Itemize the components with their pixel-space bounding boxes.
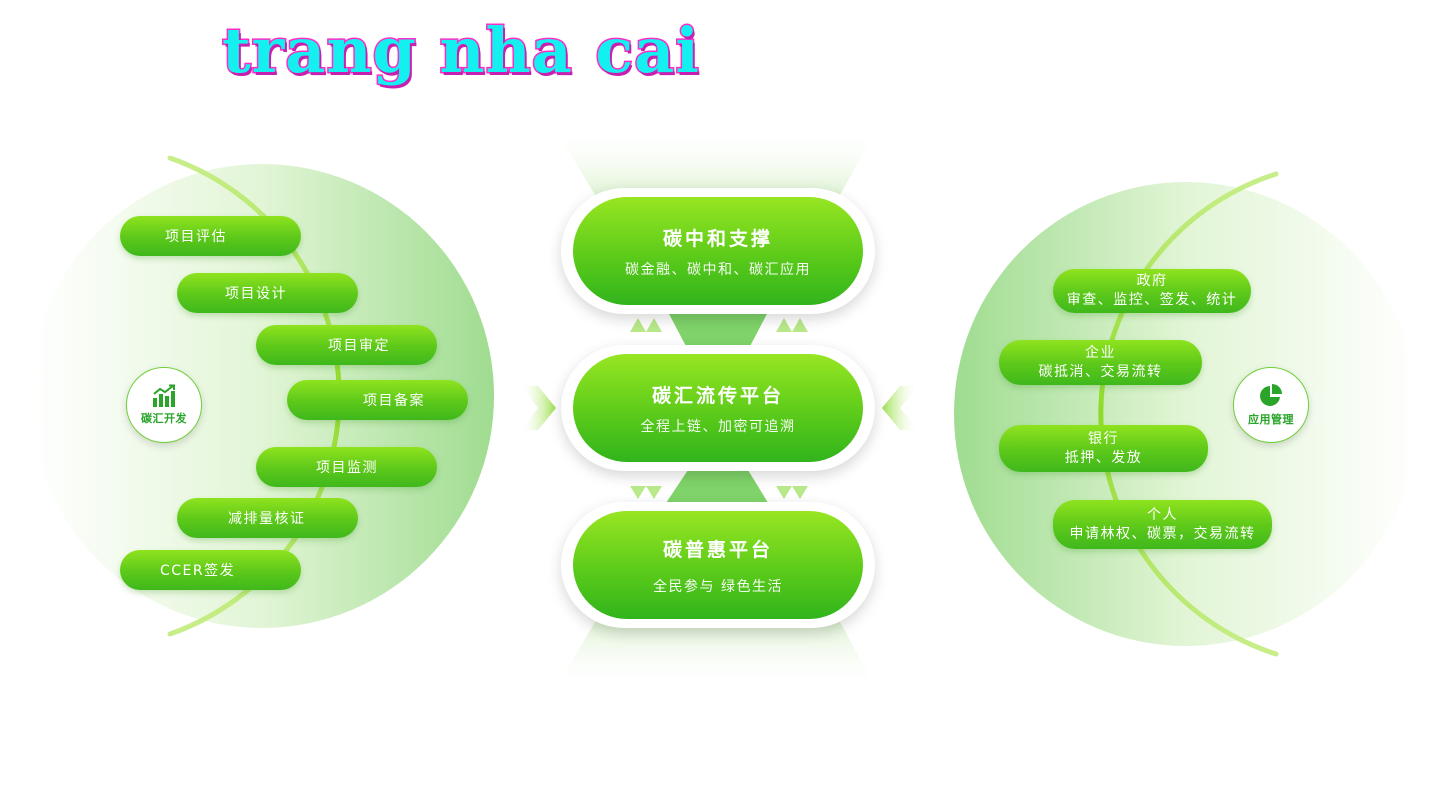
down-triangles — [630, 486, 808, 499]
left-badge: 碳汇开发 — [126, 367, 202, 443]
left-item-emission-verification[interactable]: 减排量核证 — [177, 498, 358, 538]
center-box-subtitle: 碳金融、碳中和、碳汇应用 — [625, 261, 811, 278]
connector-lower — [664, 470, 770, 506]
left-item-project-registration[interactable]: 项目备案 — [287, 380, 468, 420]
left-chevron-arrow — [520, 386, 556, 430]
beam-top — [555, 128, 877, 195]
center-box-subtitle: 全民参与 绿色生活 — [653, 578, 783, 595]
right-item-enterprise[interactable]: 企业 碳抵消、交易流转 — [999, 340, 1202, 385]
up-triangles — [630, 318, 808, 332]
right-item-government[interactable]: 政府 审查、监控、签发、统计 — [1053, 269, 1251, 313]
right-item-desc: 碳抵消、交易流转 — [1038, 363, 1163, 380]
center-box-title: 碳汇流传平台 — [651, 384, 784, 407]
center-box-carbon-neutral[interactable]: 碳中和支撑 碳金融、碳中和、碳汇应用 — [561, 188, 875, 314]
right-badge-label: 应用管理 — [1248, 413, 1294, 426]
left-badge-label: 碳汇开发 — [141, 412, 187, 425]
pie-chart-icon — [1260, 384, 1282, 406]
right-item-title: 政府 — [1136, 273, 1168, 289]
right-circle — [954, 182, 1418, 646]
bar-chart-growth-icon — [153, 384, 175, 407]
left-item-ccer-issuance[interactable]: CCER签发 — [120, 550, 301, 590]
left-item-project-design[interactable]: 项目设计 — [177, 273, 358, 313]
right-item-individual[interactable]: 个人 申请林权、碳票，交易流转 — [1053, 500, 1272, 549]
right-item-desc: 抵押、发放 — [1064, 449, 1143, 466]
right-item-title: 银行 — [1088, 430, 1119, 447]
page-title: trang nha cai — [221, 13, 701, 89]
left-circle — [30, 164, 494, 628]
right-item-title: 个人 — [1147, 506, 1178, 523]
right-arc — [1098, 171, 1279, 657]
center-box-subtitle: 全程上链、加密可追溯 — [640, 418, 796, 435]
center-box-carbon-inclusive-platform[interactable]: 碳普惠平台 全民参与 绿色生活 — [561, 502, 875, 628]
left-item-project-assessment[interactable]: 项目评估 — [120, 216, 301, 256]
center-box-carbon-sink-platform[interactable]: 碳汇流传平台 全程上链、加密可追溯 — [561, 345, 875, 471]
right-badge: 应用管理 — [1233, 367, 1309, 443]
beam-bottom — [555, 622, 877, 690]
right-item-bank[interactable]: 银行 抵押、发放 — [999, 425, 1208, 472]
right-item-desc: 审查、监控、签发、统计 — [1066, 292, 1238, 308]
right-item-desc: 申请林权、碳票，交易流转 — [1069, 525, 1256, 542]
connector-upper — [668, 312, 768, 350]
center-box-title: 碳普惠平台 — [662, 538, 773, 561]
left-item-project-validation[interactable]: 项目审定 — [256, 325, 437, 365]
right-item-title: 企业 — [1085, 344, 1116, 361]
right-chevron-arrow — [882, 386, 918, 430]
center-box-title: 碳中和支撑 — [662, 227, 773, 250]
left-item-project-monitoring[interactable]: 项目监测 — [256, 447, 437, 487]
